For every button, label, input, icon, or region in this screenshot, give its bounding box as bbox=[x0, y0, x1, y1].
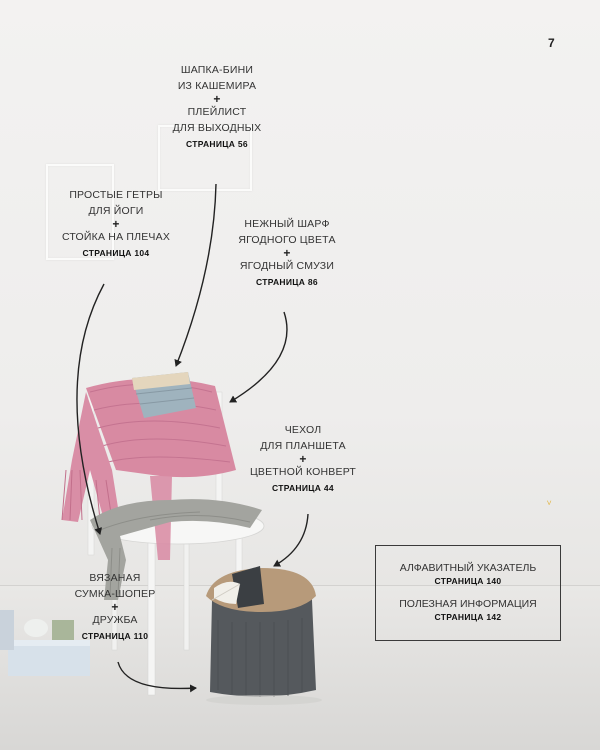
index-page-ref[interactable]: СТРАНИЦА 140 bbox=[434, 576, 502, 586]
item-gaiters-page-ref[interactable]: СТРАНИЦА 104 bbox=[82, 248, 150, 258]
index-box: АЛФАВИТНЫЙ УКАЗАТЕЛЬ СТРАНИЦА 140 ПОЛЕЗН… bbox=[375, 545, 561, 641]
plus-sign: + bbox=[111, 600, 119, 614]
plus-sign: + bbox=[299, 452, 307, 466]
stone-prop bbox=[52, 620, 74, 640]
wall-frame-center bbox=[158, 125, 252, 191]
yoga-gaiters-texture bbox=[99, 511, 251, 597]
item-tablet-case-line1: ЧЕХОЛ bbox=[284, 424, 322, 436]
item-bag-page-ref[interactable]: СТРАНИЦА 110 bbox=[81, 631, 149, 641]
item-beanie-line3: ПЛЕЙЛИСТ bbox=[187, 106, 247, 118]
pink-scarf-body bbox=[86, 378, 236, 478]
box-prop-lid bbox=[8, 640, 90, 646]
feather-stem bbox=[211, 583, 241, 601]
info-page-ref[interactable]: СТРАНИЦА 142 bbox=[434, 612, 502, 622]
item-beanie-page-ref[interactable]: СТРАНИЦА 56 bbox=[186, 139, 248, 149]
page-number: 7 bbox=[548, 36, 555, 50]
chair-leg bbox=[183, 539, 190, 651]
item-gaiters-line3: СТОЙКА НА ПЛЕЧАХ bbox=[61, 231, 171, 243]
item-tablet-case: ЧЕХОЛ ДЛЯ ПЛАНШЕТА + ЦВЕТНОЙ КОНВЕРТ СТР… bbox=[234, 422, 372, 496]
item-gaiters-line2: ДЛЯ ЙОГИ bbox=[88, 205, 144, 217]
arrow-tablet-case bbox=[273, 513, 309, 567]
beanie-texture bbox=[135, 387, 195, 405]
item-beanie-line4: ДЛЯ ВЫХОДНЫХ bbox=[172, 122, 262, 134]
item-bag-line1: ВЯЗАНАЯ bbox=[89, 572, 141, 584]
item-scarf: НЕЖНЫЙ ШАРФ ЯГОДНОГО ЦВЕТА + ЯГОДНЫЙ СМУ… bbox=[222, 216, 352, 290]
beanie-band bbox=[132, 372, 190, 390]
item-tablet-case-line3: ЦВЕТНОЙ КОНВЕРТ bbox=[249, 466, 357, 478]
arrow-bag bbox=[117, 661, 197, 693]
arrow-beanie bbox=[174, 183, 217, 367]
plus-sign: + bbox=[213, 92, 221, 106]
item-bag-line2: СУМКА-ШОПЕР bbox=[74, 588, 156, 600]
item-scarf-line3: ЯГОДНЫЙ СМУЗИ bbox=[239, 260, 335, 272]
arrow-scarf bbox=[229, 311, 288, 403]
arrow-gaiters bbox=[76, 283, 105, 535]
tablet-case bbox=[232, 566, 264, 608]
bird-figurine bbox=[24, 619, 48, 637]
item-bag-line3: ДРУЖБА bbox=[92, 614, 138, 626]
item-gaiters-line1: ПРОСТЫЕ ГЕТРЫ bbox=[69, 189, 163, 201]
item-tablet-case-line2: ДЛЯ ПЛАНШЕТА bbox=[260, 440, 346, 452]
knitted-bag-texture bbox=[217, 618, 303, 697]
item-scarf-page-ref[interactable]: СТРАНИЦА 86 bbox=[256, 277, 318, 287]
item-beanie-line2: ИЗ КАШЕМИРА bbox=[177, 80, 257, 92]
pink-scarf-fringe-lines bbox=[61, 469, 113, 521]
books-prop bbox=[0, 610, 14, 650]
bag-shadow bbox=[206, 695, 322, 705]
item-bag: ВЯЗАНАЯ СУМКА-ШОПЕР + ДРУЖБА СТРАНИЦА 11… bbox=[62, 570, 168, 644]
wall-frame-left bbox=[46, 164, 114, 260]
item-scarf-line1: НЕЖНЫЙ ШАРФ bbox=[244, 218, 330, 230]
item-gaiters: ПРОСТЫЕ ГЕТРЫ ДЛЯ ЙОГИ + СТОЙКА НА ПЛЕЧА… bbox=[50, 187, 182, 261]
plus-sign: + bbox=[283, 246, 291, 260]
pink-scarf-fringe bbox=[62, 392, 120, 522]
item-beanie-line1: ШАПКА-БИНИ bbox=[180, 64, 254, 76]
info-label: ПОЛЕЗНАЯ ИНФОРМАЦИЯ bbox=[399, 598, 537, 610]
yoga-gaiters bbox=[90, 499, 262, 600]
index-label: АЛФАВИТНЫЙ УКАЗАТЕЛЬ bbox=[399, 562, 537, 574]
item-tablet-case-page-ref[interactable]: СТРАНИЦА 44 bbox=[272, 483, 334, 493]
item-scarf-line2: ЯГОДНОГО ЦВЕТА bbox=[238, 234, 336, 246]
spine-mark: ⱽ bbox=[547, 500, 552, 511]
item-beanie: ШАПКА-БИНИ ИЗ КАШЕМИРА + ПЛЕЙЛИСТ ДЛЯ ВЫ… bbox=[150, 62, 284, 152]
plus-sign: + bbox=[112, 217, 120, 231]
